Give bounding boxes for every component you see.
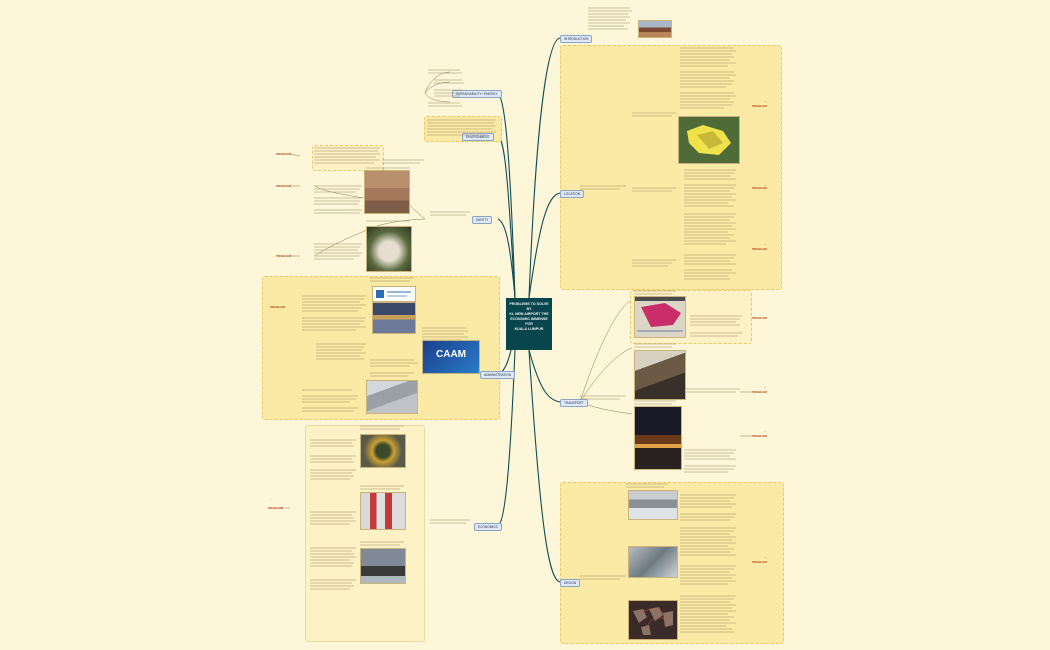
map-shape [679,117,739,163]
hand-ticket-photo [366,226,412,272]
safety-region [312,145,384,171]
topic-economics[interactable]: ECONOMICS [474,523,502,531]
problem-tag[interactable]: PROBLEM [276,184,291,188]
problem-tag[interactable]: PROBLEM [752,104,767,108]
aerial-airport-photo [366,380,418,414]
problem-tag[interactable]: PROBLEM [270,305,285,309]
problem-tag[interactable]: PROBLEM [276,254,291,258]
topic-location[interactable]: LOCATION [560,190,585,198]
world-map-shape [629,601,677,639]
branch-line-intro [528,37,561,299]
node-marker: — [764,430,767,433]
airport-terminal-photo [638,20,672,38]
terminal-layout-photo [628,546,678,578]
problem-tag[interactable]: PROBLEM [752,434,767,438]
rail-link-photo [634,350,686,400]
topic-sustainability[interactable]: SUSTAINABILITY / ENERGY [452,90,502,98]
route-map-photo [634,296,686,338]
construction-photo [360,434,406,468]
caam-logo: CAAM [422,340,480,374]
haze-photo [364,170,410,214]
topic-introduction[interactable]: INTRODUCTION [560,35,593,43]
node-marker: — [764,386,767,389]
kiosk-photo [360,492,406,530]
location-region [560,45,782,290]
root-title-line: KL NEW AIRPORT THE [509,312,549,316]
branch-line-transport [528,349,561,403]
location-map-photo [678,116,740,164]
root-title-line: KUALA LUMPUR [514,327,544,331]
node-marker: — [764,184,767,187]
node-marker: — [764,556,767,559]
branch-line-location [528,192,561,299]
problem-tag[interactable]: PROBLEM [276,152,291,156]
topic-administration[interactable]: ADMINISTRATION [480,371,516,379]
root-title-line: ECONOMIC IMMENSE FOR [510,317,548,326]
topic-safety[interactable]: SAFETY [472,216,493,224]
node-marker: — [270,498,273,501]
problem-tag[interactable]: PROBLEM [752,316,767,320]
branch-line-safety [497,218,516,299]
traveller-photo [360,548,406,584]
branch-line-design [528,349,561,583]
authority-logo-photo [372,286,416,302]
problem-tag[interactable]: PROBLEM [752,560,767,564]
problem-tag[interactable]: PROBLEM [752,390,767,394]
problem-tag[interactable]: PROBLEM [752,186,767,190]
topic-design[interactable]: DESIGN [560,579,581,587]
aerial-terminal-photo [628,490,678,520]
branch-line-economics [497,349,516,527]
topic-transport[interactable]: TRANSPORT [560,399,588,407]
problem-tag[interactable]: PROBLEM [268,506,283,510]
night-terminal-photo [634,406,682,470]
authority-logo-shape [376,290,411,298]
problem-tag[interactable]: PROBLEM [752,247,767,251]
root-title-line: PROBLEMS TO SOLVE BY [509,302,549,311]
root-topic[interactable]: PROBLEMS TO SOLVE BY KL NEW AIRPORT THE … [506,298,552,350]
node-marker: — [764,243,767,246]
terminal-interior-photo [372,302,416,334]
route-map-shape [635,297,685,337]
caam-logo-text: CAAM [436,349,466,360]
node-marker: — [764,100,767,103]
world-routes-map-photo [628,600,678,640]
topic-environment[interactable]: ENVIRONMENT [462,133,494,141]
